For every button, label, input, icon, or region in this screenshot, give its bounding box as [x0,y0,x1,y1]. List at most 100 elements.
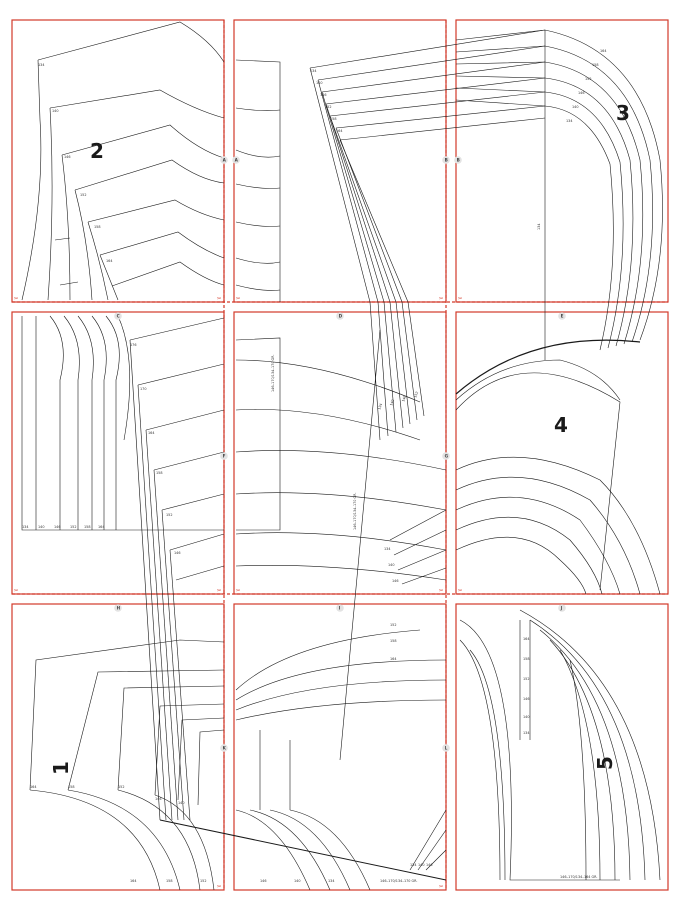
pe-line [235,532,447,551]
edge-marker-j: J [558,604,566,612]
size-label: 140 [572,105,578,109]
scissor-icon: ✂ [439,588,443,594]
scissor-icon: ✂ [439,296,443,302]
piece-number-1: 1 [49,761,73,775]
size-label: 146 [174,551,180,555]
page-frame-f [455,311,669,595]
pd-line [169,533,225,551]
edge-marker-b-left: B [454,156,462,164]
size-label: 164 [600,49,606,53]
p1-line [67,669,225,791]
edge-marker-f: F [220,452,228,460]
p5-line [529,619,646,881]
ph-line [425,849,447,871]
p2-line [21,59,42,301]
pe-line [235,450,447,471]
p2-line [74,189,93,301]
size-label: 158 [330,117,336,121]
edge-marker-k: K [220,744,228,752]
p1-line [154,703,225,796]
svg-text:B: B [457,158,460,163]
size-label: 164 [390,657,396,661]
pb-line [335,127,418,421]
size-label: 164 [130,879,136,883]
p1-line [67,789,181,891]
pb-line [325,103,404,429]
size-label: 146 [54,525,60,529]
size-label: 146 [392,579,398,583]
edge-marker-l: L [442,744,450,752]
size-label: 146 [401,395,407,402]
pd-line [49,315,64,530]
size-label: 152 [413,391,419,398]
edge-marker-c: C [114,312,122,320]
ph-line [235,659,447,701]
size-label: 134 [38,63,44,67]
pd-line [129,339,161,821]
size-label: 164 [148,431,154,435]
pd-line [117,315,131,441]
edge-marker-a: A [220,156,228,164]
size-label: 164 [336,129,342,133]
p3-line [455,87,624,349]
size-label: 146 [155,797,161,801]
page-frame-e [233,311,447,595]
p2-notch [54,237,71,241]
size-label: 176 [130,343,136,347]
edge-marker-g: G [442,452,450,460]
ph-line [235,679,447,711]
size-label: 158 [166,879,172,883]
svg-text:I: I [339,606,341,611]
size-label: 152 [166,513,172,517]
svg-text:D: D [339,314,343,319]
pd-line [91,315,107,530]
size-label: 152 [70,525,76,529]
p4-line [455,516,603,595]
p5-line [559,649,601,881]
edge-marker-a-left: A [232,156,240,164]
pb-line [235,59,281,302]
pe-line [235,337,281,531]
size-label: 158 [156,471,162,475]
size-label: 140 [52,109,58,113]
p5-line [539,629,631,881]
scissor-icon: ✂ [217,296,221,302]
pe-line [401,567,447,585]
page-frame-c [455,19,669,303]
p4-line [455,339,641,395]
pe-line [235,359,421,403]
p4-line [455,372,621,591]
edge-marker-e: E [558,312,566,320]
p1-line [154,794,215,891]
p3-line [455,61,644,345]
p3-line [455,75,634,347]
pd-line [169,549,191,821]
pd-line [137,363,225,386]
size-label: 134 [377,403,383,410]
size-label: 140 [38,525,44,529]
scissor-icon: ✂ [14,296,18,302]
size-label: 134 [328,879,334,883]
p5-line [519,609,661,881]
size-label: 152 [200,879,206,883]
size-label: 164 [523,637,529,641]
p1-line [117,685,225,791]
size-label: 164 [30,785,36,789]
scissor-icon: ✂ [439,884,443,890]
scissor-icon: ✂ [236,296,240,302]
pd-line [63,315,80,530]
size-label: 164 [98,525,104,529]
pb-line [235,284,281,291]
pb-line [339,117,546,141]
p3-center-label: 134 [537,224,541,230]
pd-line [77,315,94,530]
size-label: 158 [68,785,74,789]
pb-line [235,257,281,264]
piece-number-5: 5 [593,756,617,770]
pd-line [175,565,225,581]
size-label: 134 [410,863,416,867]
scissor-icon: ✂ [217,588,221,594]
pattern-lines: 134 [21,21,663,891]
svg-text:F: F [223,454,226,459]
